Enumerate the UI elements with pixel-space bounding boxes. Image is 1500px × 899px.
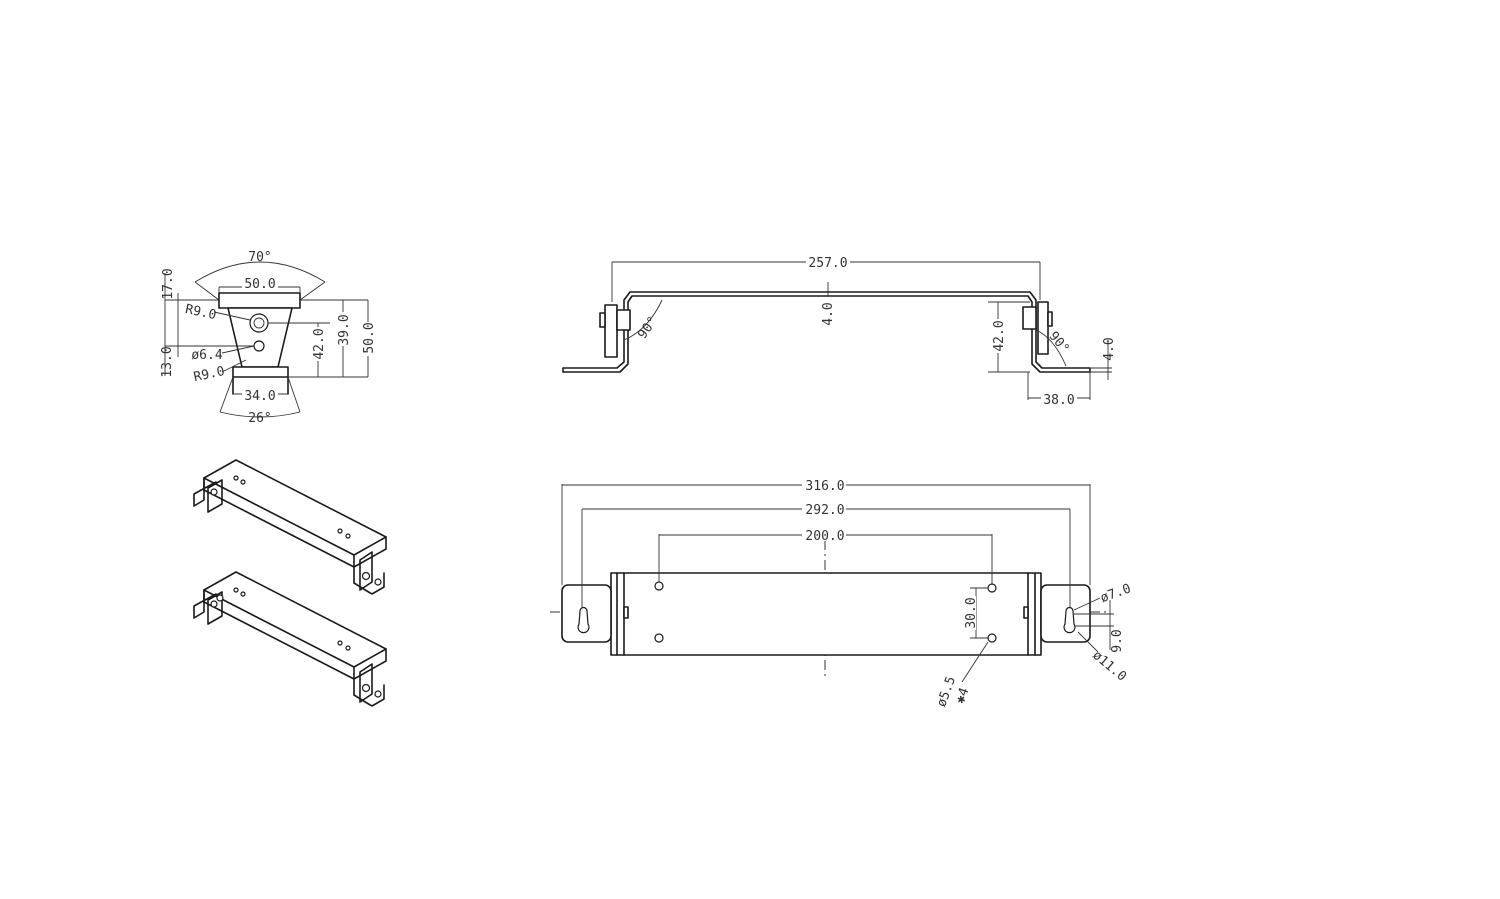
front-view: 257.0 4.0 90° 90° 42.0 4.0 38.0 (562, 256, 1117, 408)
width-top-label: 50.0 (244, 277, 275, 292)
radius-upper-label: R9.0 (184, 302, 218, 323)
height-13-label: 13.0 (160, 346, 175, 377)
bend-right-label: 90° (1045, 329, 1072, 357)
thickness-center-label: 4.0 (821, 302, 836, 325)
overall-length-label: 316.0 (805, 479, 844, 494)
angle-bottom-label: 26° (248, 411, 271, 426)
thickness-foot-label: 4.0 (1102, 337, 1117, 360)
hole-count-label: ✱4 (953, 686, 973, 706)
radius-lower-label: R9.0 (192, 364, 226, 385)
width-base-label: 34.0 (244, 389, 275, 404)
hole-dia-label: ø6.4 (191, 348, 222, 363)
bend-left-label: 90° (635, 314, 661, 342)
slot-small-dia-label: ø7.0 (1099, 581, 1134, 606)
slot-spacing-label: 292.0 (805, 503, 844, 518)
isometric-view-top (193, 459, 387, 595)
height-17-label: 17.0 (161, 268, 176, 299)
foot-length-label: 38.0 (1043, 393, 1074, 408)
height-42-label: 42.0 (312, 328, 327, 359)
side-view: 70° 50.0 17.0 R9.0 ø6.4 R9.0 13.0 42.0 3… (160, 250, 377, 426)
height-39-label: 39.0 (337, 314, 352, 345)
height-50-label: 50.0 (362, 322, 377, 353)
hole-vertical-label: 30.0 (964, 597, 979, 628)
length-label: 257.0 (808, 256, 847, 271)
top-view: 316.0 292.0 200.0 30.0 ø5.5 ✱4 ø7.0 9.0 … (550, 479, 1133, 709)
angle-top-label: 70° (248, 250, 271, 265)
hole-spacing-label: 200.0 (805, 529, 844, 544)
leg-height-label: 42.0 (992, 320, 1007, 351)
slot-offset-label: 9.0 (1110, 629, 1125, 652)
isometric-view-bottom (193, 571, 387, 707)
